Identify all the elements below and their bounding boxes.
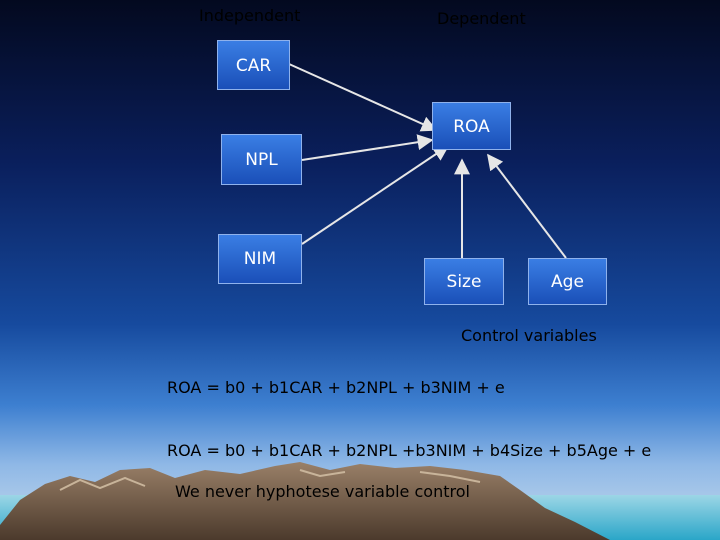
node-age: Age [528,258,607,305]
node-size-label: Size [446,272,482,292]
mountain-ridge-highlights [59,469,481,491]
arrow-car-to-roa [288,63,438,132]
node-roa-label: ROA [453,117,490,137]
arrow-age-to-roa [487,153,567,259]
node-car: CAR [217,40,290,90]
node-npl: NPL [221,134,302,185]
node-roa: ROA [432,102,511,150]
control-variables-label: Control variables [461,326,597,345]
header-dependent: Dependent [437,9,526,28]
equation-1: ROA = b0 + b1CAR + b2NPL + b3NIM + e [167,378,505,397]
arrow-nim-to-roa [301,145,450,245]
node-npl-label: NPL [245,150,278,170]
node-age-label: Age [551,272,584,292]
node-nim-label: NIM [243,249,277,269]
node-nim: NIM [218,234,302,284]
header-independent: Independent [199,6,301,25]
equation-2: ROA = b0 + b1CAR + b2NPL +b3NIM + b4Size… [167,441,652,460]
node-car-label: CAR [235,56,272,76]
mountain-range [0,462,610,540]
note-text: We never hyphotese variable control [175,482,470,501]
node-size: Size [424,258,504,305]
arrow-npl-to-roa [301,134,434,161]
